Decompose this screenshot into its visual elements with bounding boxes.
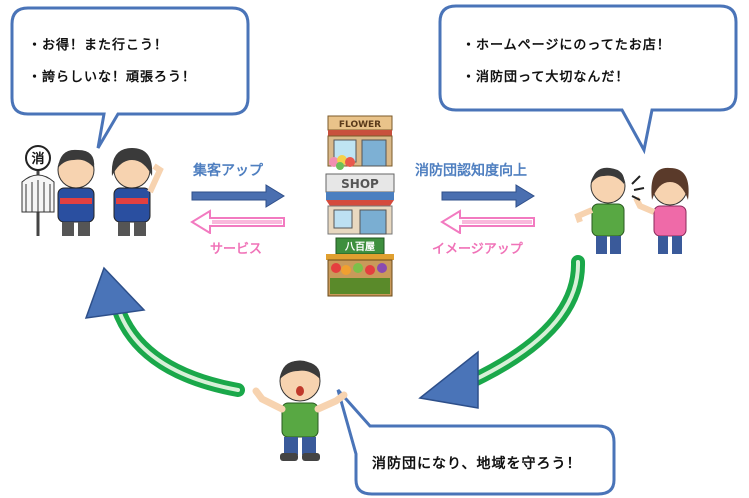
right-arrows (440, 184, 535, 234)
flower-shop-icon (327, 115, 393, 170)
arrow-right-blue-right (441, 184, 535, 208)
speech-bubble-top-left (10, 6, 250, 149)
firefighter-male-icon (57, 149, 95, 236)
bubble-top-left-line1: ・お得！また行こう！ (28, 38, 169, 53)
speech-bubble-top-right (438, 4, 738, 155)
yaoya-sign: 八百屋 (344, 241, 375, 253)
exclamation-lines-icon (631, 175, 645, 201)
general-shop-icon (325, 173, 395, 235)
cycle-arrowhead-left (84, 266, 146, 319)
speech-bubble-bottom (336, 389, 616, 496)
firefighter-female-icon (111, 148, 164, 236)
bubble-top-left-line2: ・誇らしいな！頑張ろう！ (28, 70, 197, 85)
residents-illustration (574, 167, 689, 254)
bubble-bottom-text: 消防団になり、地域を守ろう！ (372, 456, 582, 472)
resident-male-icon (574, 167, 626, 254)
bubble-top-right-line1: ・ホームページにのってたお店！ (462, 38, 671, 53)
resident-female-icon (633, 167, 689, 254)
flower-sign: FLOWER (339, 120, 381, 130)
volunteer-person-icon (252, 360, 348, 461)
label-service: サービス (210, 242, 263, 257)
shops-illustration: FLOWER SHOP 八百屋 (325, 115, 395, 297)
bubble-top-right-line2: ・消防団って大切なんだ！ (462, 70, 630, 85)
label-customer-up: 集客アップ (193, 163, 263, 179)
greengrocer-icon (326, 237, 394, 297)
label-image-up: イメージアップ (432, 242, 523, 257)
firefighters-illustration: 消 (21, 145, 164, 236)
left-arrows (190, 184, 285, 234)
shop-sign: SHOP (341, 177, 379, 191)
label-awareness-up: 消防団認知度向上 (415, 163, 527, 179)
matoi-icon (21, 145, 55, 236)
center-person-illustration (252, 360, 348, 461)
arrow-right-blue-left (191, 184, 285, 208)
badge-kanji: 消 (31, 151, 44, 167)
cycle-arrowhead-right (418, 350, 479, 409)
